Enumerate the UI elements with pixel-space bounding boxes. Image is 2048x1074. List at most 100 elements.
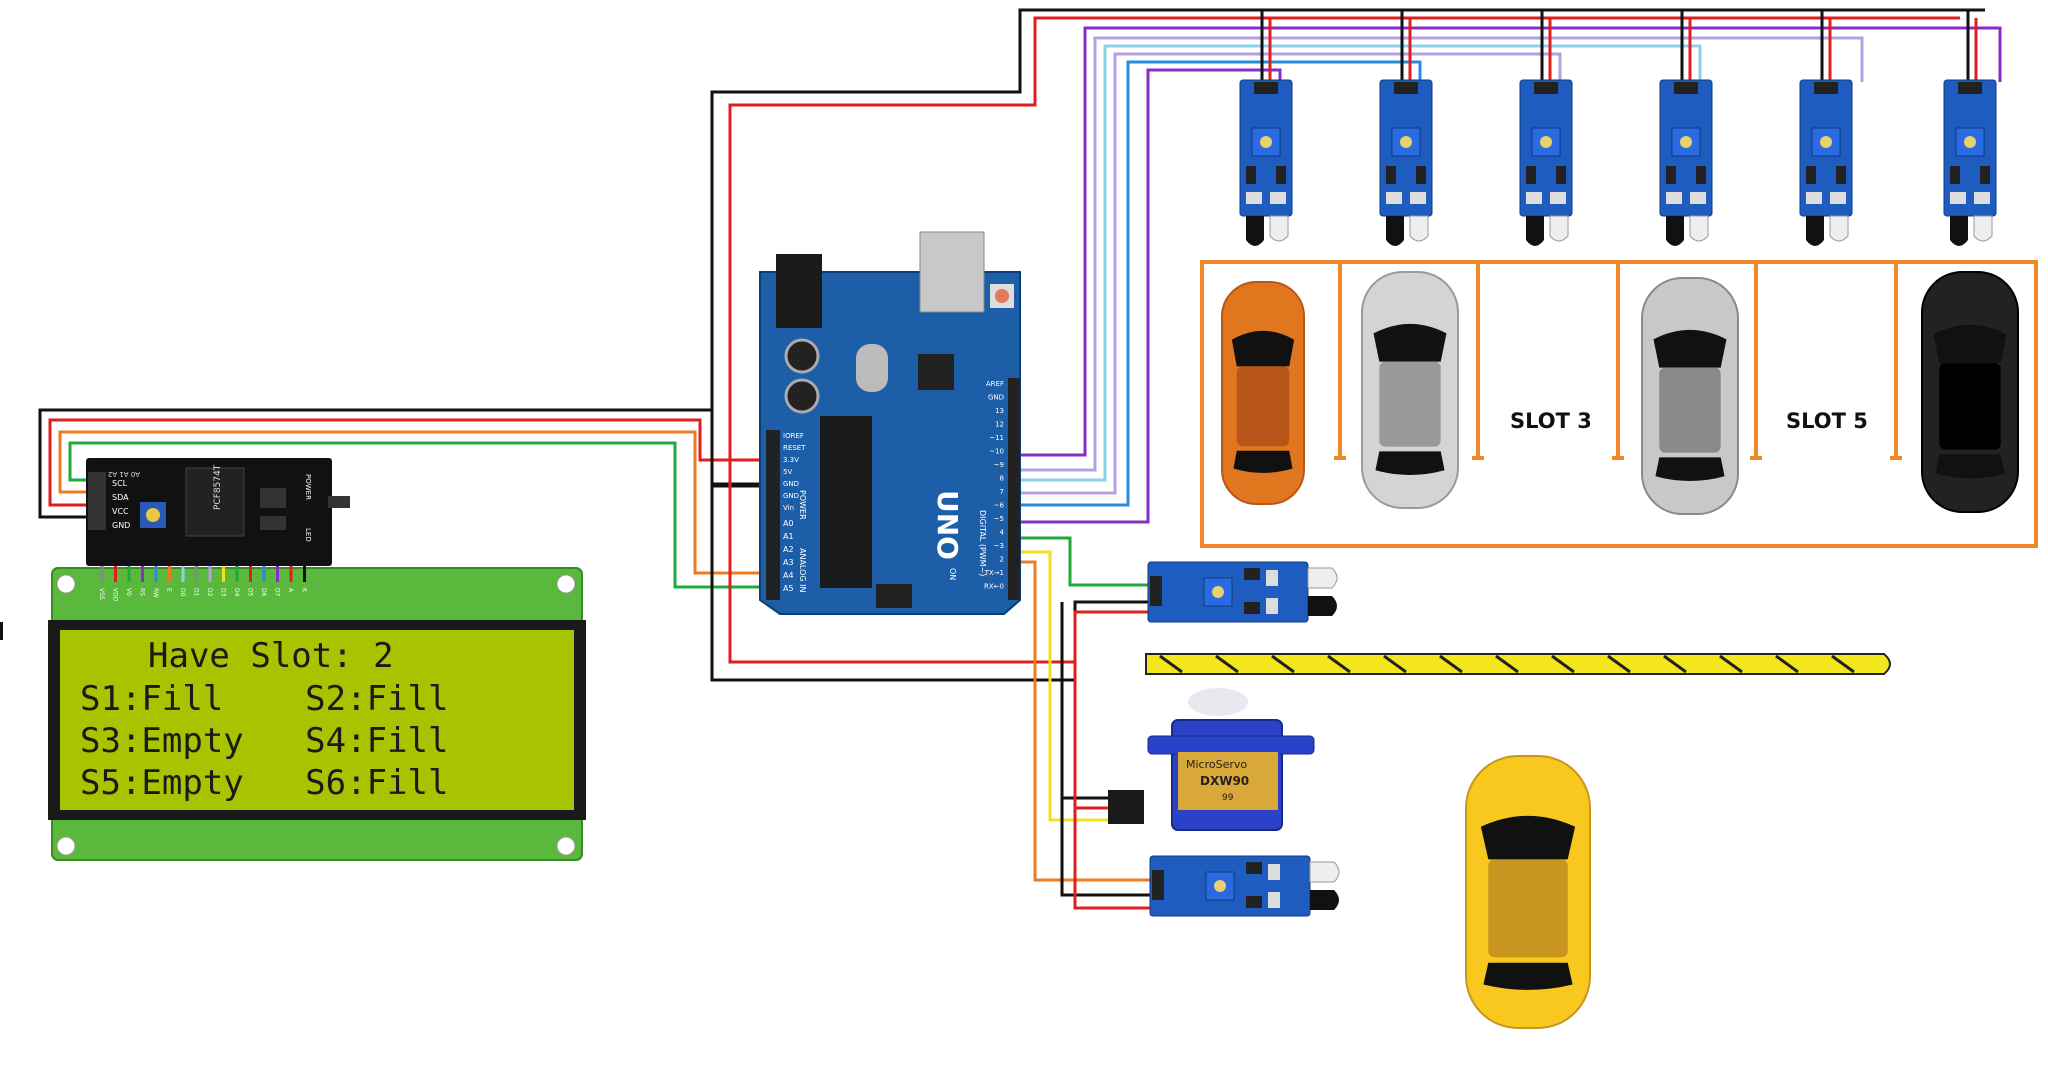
servo-connector [1108,790,1144,824]
analog-pin-label: A4 [783,571,794,580]
slot-sensor-4 [1659,79,1713,246]
i2c-chip-label: PCF8574T [213,464,223,510]
i2c-pin-gnd: GND [112,521,130,530]
digital-pin-label: ~3 [994,542,1004,550]
sensor-pin-header [1674,82,1698,94]
ir-emitter [1309,861,1340,883]
wire-signal-s3 [1020,44,1702,482]
car-roof [1236,366,1290,447]
wire-entry-sensor-signal [1020,536,1150,587]
power-header [766,430,780,542]
i2c-power-label: POWER [304,474,312,500]
usb-chip [918,354,954,390]
servo-horn [1188,688,1248,716]
slot-sensor-5 [1799,79,1853,246]
icsp-header [876,584,912,608]
slot-dividers [1334,264,1902,460]
lcd-pin-label: RS [139,588,146,596]
car-roof [1379,361,1441,447]
uno-logo: UNO [931,490,964,560]
ir-receiver [1950,216,1968,246]
servo-brand: MicroServo [1186,758,1247,771]
analog-header [766,516,780,600]
car-roof [1659,367,1721,453]
lcd-pin-label: A [287,588,294,593]
digital-pin-label: 8 [1000,475,1004,483]
digital-pin-label: ~10 [989,448,1004,456]
lcd-screen [60,630,574,810]
analog-pin-label: A5 [783,584,794,593]
wire-lcd-gnd [38,408,765,519]
lcd-line-1: Have Slot: 2 [148,636,394,676]
wire-servo-signal [1020,550,1112,822]
led-jumper [328,496,350,508]
power-pin-label: RESET [783,444,806,452]
lcd-pin-label: D7 [274,588,281,597]
micro-servo: MicroServo DXW90 99 [1108,688,1315,831]
i2c-pin-scl: SCL [112,479,128,488]
digital-pin-label: ~9 [994,461,1004,469]
ir-receiver [1246,216,1264,246]
digital-header-label: DIGITAL (PWM~) [978,510,987,576]
car [1921,271,2019,513]
digital-pin-label: GND [988,394,1004,402]
car-windshield [1231,330,1295,367]
sensor-pin-header [1814,82,1838,94]
ir-emitter [1307,567,1338,589]
power-pin-label: GND [783,492,799,500]
digital-pin-label: 12 [995,421,1004,429]
lcd-pin-label: VDD [112,588,119,602]
sensor-potentiometer [1531,127,1561,157]
digital-pin-label: 7 [1000,488,1004,496]
sensor-pin-header [1534,82,1558,94]
lcd-pin-label: D6 [260,588,267,597]
wire-exit-gnd [1060,798,1150,897]
servo-model: DXW90 [1200,774,1249,788]
ir-emitter [1829,215,1849,242]
car [1641,277,1739,515]
power-pin-label: IOREF [783,432,804,440]
lcd-pin-label: D4 [233,588,240,597]
wire-exit-vcc [1073,808,1150,910]
wire-signal-s6 [1020,68,1282,524]
car-rear-window [1483,962,1573,990]
wire-signal-s2 [1020,36,1864,472]
power-pin-label: GND [783,480,799,488]
wire-lcd-sda [58,430,765,575]
ir-receiver [1310,890,1339,910]
ir-emitter [1409,215,1429,242]
barrier-gate [1145,653,1891,675]
car [1465,755,1591,1029]
lcd-pin-label: K [301,588,308,593]
lcd-pin-label: D5 [247,588,254,597]
i2c-pin-sda: SDA [112,493,129,502]
sensor-pin-header [1150,576,1162,606]
i2c-module: GND VCC SDA SCL PCF8574T A0 A1 A2 POWER … [86,458,350,566]
slot-sensors [1239,79,1997,246]
wire-lcd-scl [68,441,765,589]
i2c-pin-header [88,472,106,530]
power-pin-label: Vin [783,504,794,512]
analog-pin-label: A3 [783,558,794,567]
sensor-pin-header [1958,82,1982,94]
wire-signal-s5 [1020,60,1422,507]
slot-5-label: SLOT 5 [1786,409,1868,433]
lcd-line-2: S1:Fill S2:Fill [80,679,448,719]
lcd-pin-label: D2 [206,588,213,597]
sensor-pin-header [1152,870,1164,900]
capacitor-1 [784,338,820,374]
slot-sensor-1 [1239,79,1293,246]
analog-pin-label: A2 [783,545,794,554]
i2c-addr-label: A0 A1 A2 [108,470,140,478]
crystal [856,344,888,392]
car-rear-window [1655,457,1725,481]
ir-receiver [1806,216,1824,246]
digital-pin-label: ~5 [994,515,1004,523]
power-pin-label: 5V [783,468,792,476]
power-pin-label: 3.3V [783,456,799,464]
i2c-pin-vcc: VCC [112,507,129,516]
car-rear-window [1375,451,1445,475]
